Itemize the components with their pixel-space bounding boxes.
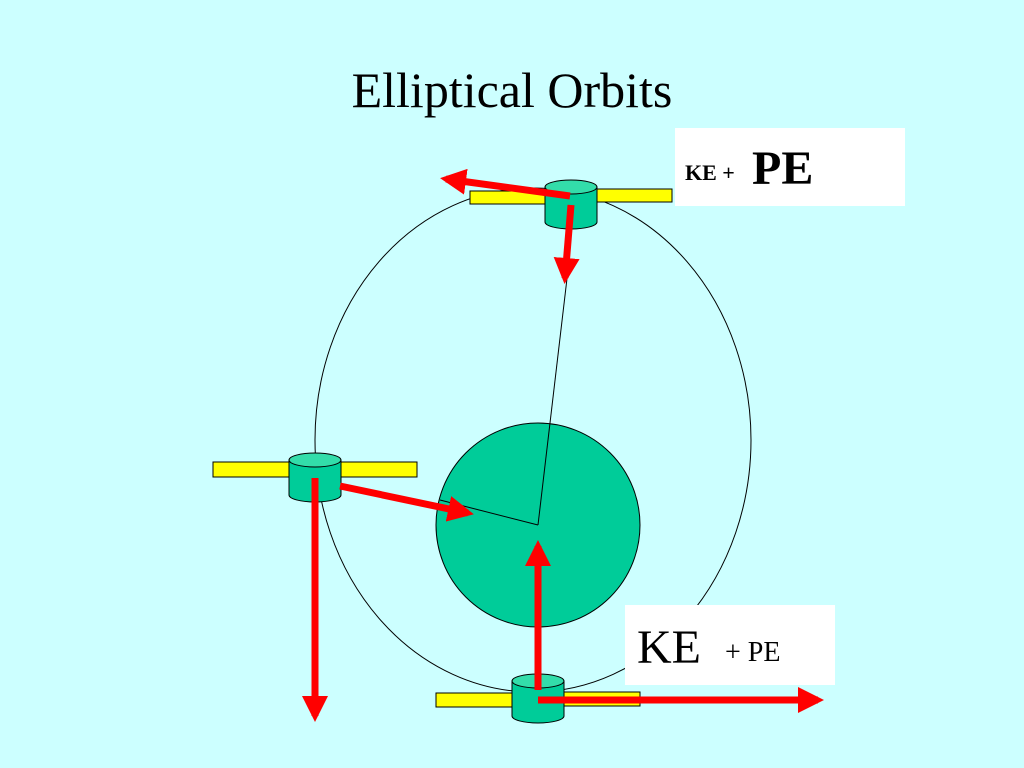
radius-line-to-top-satellite (537, 269, 569, 526)
solar-panel-left (212, 461, 290, 478)
satellite-body-top (288, 452, 342, 468)
energy-label-apoapsis: KE + PE (675, 128, 905, 206)
arrow-left-gravity (339, 482, 474, 522)
slide-title: Elliptical Orbits (351, 62, 673, 118)
satellite-top (469, 179, 673, 230)
kinetic-energy-label: KE (637, 621, 701, 674)
kinetic-energy-label: KE + (685, 160, 735, 185)
satellite-body-top (544, 179, 598, 195)
potential-energy-label: PE (752, 142, 814, 195)
solar-panel-right (595, 188, 673, 203)
solar-panel-left (435, 692, 513, 708)
energy-label-periapsis: KE + PE (625, 605, 835, 685)
arrow-top-gravity (553, 204, 580, 284)
potential-energy-label: + PE (725, 637, 781, 668)
arrow-top-velocity (440, 168, 571, 200)
solar-panel-right (340, 461, 418, 478)
